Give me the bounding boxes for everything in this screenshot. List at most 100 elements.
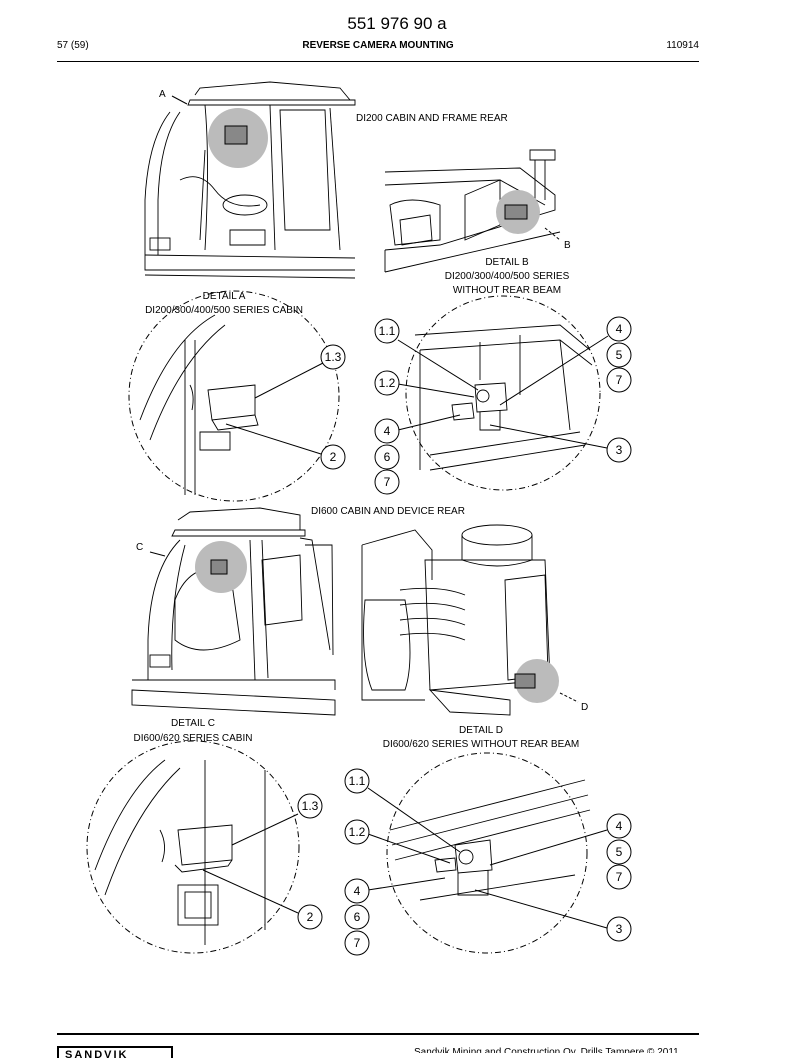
leader-d-11 — [367, 787, 461, 853]
detail-c-circle — [86, 740, 300, 954]
callout-label-d-11: 1.1 — [348, 774, 366, 788]
callout-c-13 — [297, 793, 323, 819]
callout-label-b-7b: 7 — [383, 475, 391, 489]
callout-b-4 — [606, 316, 632, 342]
page-title: REVERSE CAMERA MOUNTING — [302, 40, 454, 51]
detail-b-circle — [405, 295, 601, 491]
callout-label-d-5: 5 — [615, 845, 623, 859]
marker-a: A — [159, 89, 166, 100]
callout-d-12 — [344, 819, 370, 845]
leader-d-4 — [489, 829, 608, 866]
callout-label-d-7: 7 — [615, 870, 623, 884]
callout-label-b-7: 7 — [615, 373, 623, 387]
leader-a-13 — [254, 362, 324, 399]
detail-d-circle — [386, 752, 588, 954]
document-number: 551 976 90 a — [347, 14, 447, 33]
brand-logo: SANDVIK — [57, 1046, 173, 1058]
detail-c-illustration — [94, 759, 266, 945]
callout-label-b-3: 3 — [615, 443, 623, 457]
leader-c — [149, 551, 166, 557]
camera-c-thumb — [210, 559, 228, 575]
leader-c-13 — [231, 813, 299, 846]
callout-b-5 — [606, 342, 632, 368]
caption-detail-a-sub: DI200/300/400/500 SERIES CABIN — [145, 305, 303, 316]
marker-c: C — [136, 542, 144, 553]
callout-b-4b — [374, 418, 400, 444]
leader-d — [559, 692, 579, 703]
detail-d-highlight — [515, 659, 559, 703]
callout-label-b-12: 1.2 — [378, 376, 396, 390]
callout-label-d-12: 1.2 — [348, 825, 366, 839]
callout-b-7 — [606, 367, 632, 393]
leader-b-12 — [397, 383, 475, 398]
callout-a-13 — [320, 344, 346, 370]
leader-d-12 — [367, 833, 451, 864]
callout-d-4 — [606, 813, 632, 839]
callout-label-c-13: 1.3 — [301, 799, 319, 813]
callout-label-b-5: 5 — [615, 348, 623, 362]
leader-a-2 — [225, 423, 322, 455]
caption-detail-b-sub2: WITHOUT REAR BEAM — [452, 285, 562, 296]
page-number: 57 (59) — [57, 40, 89, 51]
caption-detail-c-title: DETAIL C — [171, 718, 215, 729]
callout-label-d-3: 3 — [615, 922, 623, 936]
leader-c-2 — [202, 869, 299, 914]
callout-b-7b — [374, 469, 400, 495]
callout-c-2 — [297, 904, 323, 930]
camera-d-thumb — [514, 673, 536, 689]
callout-b-3 — [606, 437, 632, 463]
callout-b-11 — [374, 318, 400, 344]
leader-a — [171, 95, 188, 105]
callout-label-b-6: 6 — [383, 450, 391, 464]
callout-label-d-7b: 7 — [353, 936, 361, 950]
header-rule — [57, 61, 699, 62]
callout-d-11 — [344, 768, 370, 794]
callout-d-5 — [606, 839, 632, 865]
caption-di600-rear: DI600 CABIN AND DEVICE REAR — [311, 506, 465, 517]
callout-label-a-2: 2 — [329, 450, 337, 464]
callout-d-3 — [606, 916, 632, 942]
leader-b — [544, 227, 561, 241]
caption-detail-a-title: DETAIL A — [202, 291, 246, 302]
camera-b-thumb — [504, 204, 528, 220]
detail-d-illustration — [389, 779, 591, 901]
leader-b-3 — [489, 424, 608, 449]
leader-d-3 — [474, 889, 608, 929]
leader-d-4b — [367, 877, 446, 891]
caption-detail-c-sub: DI600/620 SERIES CABIN — [133, 733, 253, 744]
callout-label-b-4: 4 — [615, 322, 623, 336]
caption-detail-d-sub: DI600/620 SERIES WITHOUT REAR BEAM — [382, 739, 580, 750]
callout-d-7 — [606, 864, 632, 890]
callout-label-a-13: 1.3 — [324, 350, 342, 364]
callout-label-d-4: 4 — [615, 819, 623, 833]
callout-d-6 — [344, 904, 370, 930]
caption-di200-rear: DI200 CABIN AND FRAME REAR — [356, 113, 508, 124]
callout-b-6 — [374, 444, 400, 470]
footer-copyright: Sandvik Mining and Construction Oy, Dril… — [414, 1047, 679, 1053]
callout-label-b-11: 1.1 — [378, 324, 396, 338]
caption-detail-b-sub1: DI200/300/400/500 SERIES — [444, 271, 570, 282]
caption-detail-b-title: DETAIL B — [485, 257, 529, 268]
caption-detail-d-title: DETAIL D — [459, 725, 503, 736]
callout-label-b-4b: 4 — [383, 424, 391, 438]
callout-a-2 — [320, 444, 346, 470]
camera-a-thumb — [224, 125, 248, 145]
header-row: 57 (59) REVERSE CAMERA MOUNTING 110914 — [57, 40, 699, 54]
document-code: 110914 — [666, 40, 699, 51]
di600-cabin-illustration — [131, 507, 336, 716]
callout-d-7b — [344, 930, 370, 956]
marker-d: D — [581, 702, 589, 713]
callout-label-c-2: 2 — [306, 910, 314, 924]
footer-rule — [57, 1033, 699, 1035]
detail-a-circle — [128, 290, 340, 502]
callout-label-d-4b: 4 — [353, 884, 361, 898]
leader-b-11 — [397, 339, 479, 391]
detail-b-illustration — [414, 324, 593, 471]
callout-d-4b — [344, 878, 370, 904]
marker-b: B — [564, 240, 571, 251]
callout-label-d-6: 6 — [353, 910, 361, 924]
di600-device-illustration — [361, 524, 551, 716]
leader-b-4 — [499, 335, 609, 406]
callout-b-12 — [374, 370, 400, 396]
